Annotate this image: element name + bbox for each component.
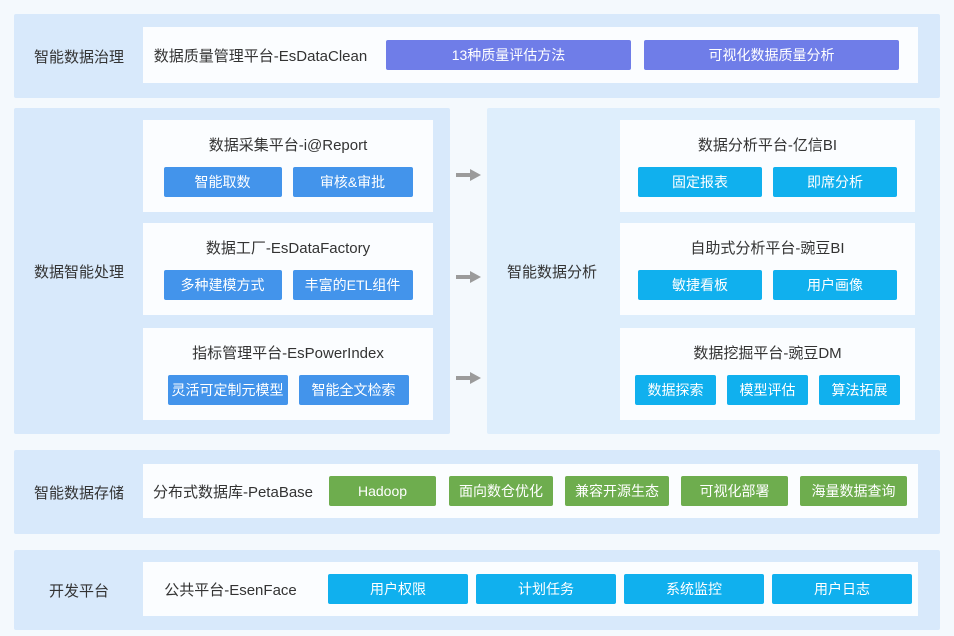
section-dev-platform: 开发平台 公共平台-EsenFace 用户权限 计划任务 系统监控 用户日志 — [14, 550, 940, 630]
platform-card-ireport: 数据采集平台-i@Report 智能取数 审核&审批 — [143, 120, 433, 212]
feature-button[interactable]: 审核&审批 — [292, 167, 413, 197]
platform-card-esenbi: 数据分析平台-亿信BI 固定报表 即席分析 — [620, 120, 915, 212]
platform-card-esdatafactory: 数据工厂-EsDataFactory 多种建模方式 丰富的ETL组件 — [143, 223, 433, 315]
feature-button[interactable]: 13种质量评估方法 — [386, 40, 631, 70]
platform-title-espowerindex: 指标管理平台-EsPowerIndex — [192, 345, 384, 362]
arrow-right-icon — [456, 271, 481, 283]
feature-button-row: 固定报表 即席分析 — [638, 167, 897, 197]
feature-button[interactable]: 丰富的ETL组件 — [292, 270, 413, 300]
section-label-storage: 智能数据存储 — [33, 484, 124, 502]
feature-button[interactable]: 计划任务 — [476, 574, 616, 604]
feature-button[interactable]: 智能全文检索 — [298, 375, 409, 405]
feature-button[interactable]: 固定报表 — [638, 167, 762, 197]
platform-title-petabase: 分布式数据库-PetaBase — [152, 483, 314, 501]
feature-button[interactable]: Hadoop — [329, 476, 436, 506]
platform-card-esdataclean: 数据质量管理平台-EsDataClean 13种质量评估方法 可视化数据质量分析 — [143, 27, 918, 83]
platform-title-wandoudm: 数据挖掘平台-豌豆DM — [693, 345, 842, 362]
section-analysis: 智能数据分析 数据分析平台-亿信BI 固定报表 即席分析 自助式分析平台-豌豆B… — [487, 108, 940, 434]
platform-title-esdatafactory: 数据工厂-EsDataFactory — [205, 240, 371, 257]
platform-card-petabase: 分布式数据库-PetaBase Hadoop 面向数仓优化 兼容开源生态 可视化… — [143, 464, 918, 518]
feature-button[interactable]: 用户画像 — [773, 270, 897, 300]
section-label-processing: 数据智能处理 — [33, 263, 124, 281]
section-label-dev-platform: 开发平台 — [48, 582, 109, 600]
platform-card-esenface: 公共平台-EsenFace 用户权限 计划任务 系统监控 用户日志 — [143, 562, 918, 616]
platform-title-esdataclean: 数据质量管理平台-EsDataClean — [153, 47, 368, 65]
section-storage: 智能数据存储 分布式数据库-PetaBase Hadoop 面向数仓优化 兼容开… — [14, 450, 940, 534]
feature-button-row: 敏捷看板 用户画像 — [638, 270, 897, 300]
platform-title-esenbi: 数据分析平台-亿信BI — [697, 137, 838, 154]
feature-button[interactable]: 面向数仓优化 — [449, 476, 553, 506]
platform-title-esenface: 公共平台-EsenFace — [164, 581, 297, 599]
feature-button-row: 数据探索 模型评估 算法拓展 — [635, 375, 900, 405]
feature-button[interactable]: 灵活可定制元模型 — [167, 375, 288, 405]
platform-card-wandoudm: 数据挖掘平台-豌豆DM 数据探索 模型评估 算法拓展 — [620, 328, 915, 420]
feature-button[interactable]: 海量数据查询 — [800, 476, 907, 506]
feature-button[interactable]: 算法拓展 — [819, 375, 900, 405]
feature-button[interactable]: 可视化数据质量分析 — [644, 40, 899, 70]
feature-button[interactable]: 用户日志 — [772, 574, 912, 604]
section-label-governance: 智能数据治理 — [33, 48, 124, 66]
feature-button[interactable]: 敏捷看板 — [638, 270, 762, 300]
section-governance: 智能数据治理 数据质量管理平台-EsDataClean 13种质量评估方法 可视… — [14, 14, 940, 98]
feature-button-row: 多种建模方式 丰富的ETL组件 — [163, 270, 413, 300]
feature-button[interactable]: 用户权限 — [328, 574, 468, 604]
feature-button[interactable]: 模型评估 — [727, 375, 808, 405]
feature-button-row: 灵活可定制元模型 智能全文检索 — [167, 375, 409, 405]
feature-button[interactable]: 兼容开源生态 — [565, 476, 669, 506]
section-label-analysis: 智能数据分析 — [506, 263, 597, 281]
feature-button[interactable]: 可视化部署 — [681, 476, 788, 506]
section-processing: 数据智能处理 数据采集平台-i@Report 智能取数 审核&审批 数据工厂-E… — [14, 108, 450, 434]
feature-button[interactable]: 系统监控 — [624, 574, 764, 604]
platform-title-ireport: 数据采集平台-i@Report — [208, 137, 368, 154]
platform-title-wandoubi: 自助式分析平台-豌豆BI — [690, 240, 845, 257]
platform-card-espowerindex: 指标管理平台-EsPowerIndex 灵活可定制元模型 智能全文检索 — [143, 328, 433, 420]
feature-button[interactable]: 智能取数 — [163, 167, 282, 197]
arrow-right-icon — [456, 169, 481, 181]
feature-button[interactable]: 数据探索 — [635, 375, 716, 405]
feature-button[interactable]: 即席分析 — [773, 167, 897, 197]
feature-button[interactable]: 多种建模方式 — [163, 270, 282, 300]
platform-card-wandoubi: 自助式分析平台-豌豆BI 敏捷看板 用户画像 — [620, 223, 915, 315]
feature-button-row: 智能取数 审核&审批 — [163, 167, 413, 197]
arrow-right-icon — [456, 372, 481, 384]
